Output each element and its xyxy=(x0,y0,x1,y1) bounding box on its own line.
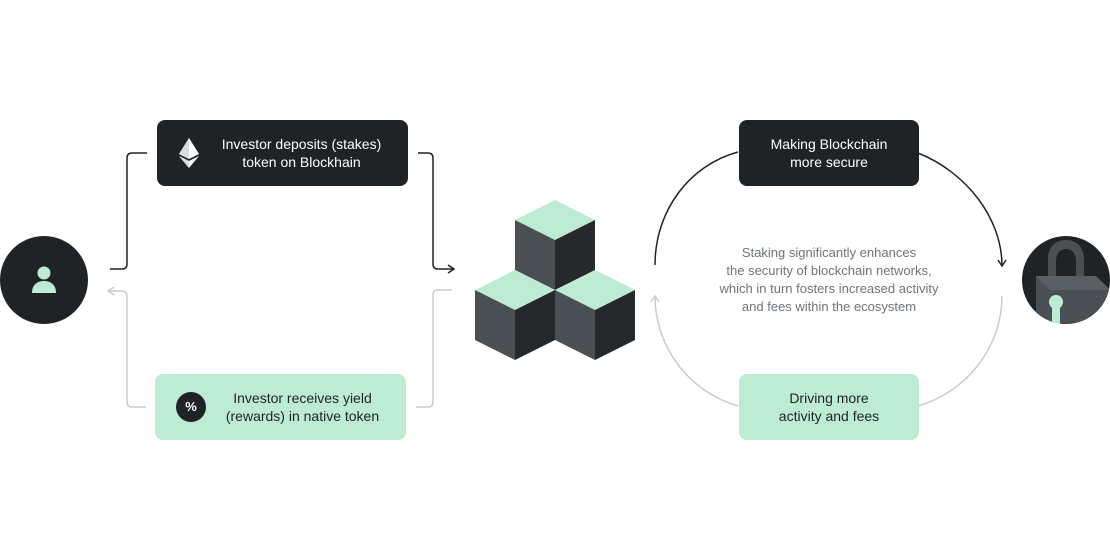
cubes-to-yield-line xyxy=(416,289,452,408)
secure-box: Making Blockchain more secure xyxy=(739,120,919,186)
yield-box-label: Investor receives yield (rewards) in nat… xyxy=(225,390,380,424)
cycle-arc-right-bottom xyxy=(917,295,1003,407)
yield-to-investor-arrow xyxy=(106,286,146,408)
cycle-description: Staking significantly enhances the secur… xyxy=(719,245,939,314)
activity-box-label: Driving more activity and fees xyxy=(778,390,880,424)
cycle-arc-left-bottom xyxy=(650,294,739,407)
user-icon xyxy=(0,236,88,324)
deposit-box-label: Investor deposits (stakes) token on Bloc… xyxy=(221,136,382,170)
activity-box: Driving more activity and fees xyxy=(739,374,919,440)
ethereum-icon xyxy=(179,138,199,168)
deposit-box: Investor deposits (stakes) token on Bloc… xyxy=(157,120,408,186)
deposit-to-cubes-arrow xyxy=(418,152,456,274)
percent-icon: % xyxy=(176,392,206,422)
cycle-arc-left-top xyxy=(654,151,739,266)
secure-box-label: Making Blockchain more secure xyxy=(770,136,888,170)
cycle-arc-right-top xyxy=(917,152,1007,268)
yield-box: % Investor receives yield (rewards) in n… xyxy=(155,374,406,440)
investor-to-deposit-line xyxy=(110,152,147,270)
padlock-icon xyxy=(1022,236,1110,324)
cubes-icon xyxy=(475,200,635,360)
